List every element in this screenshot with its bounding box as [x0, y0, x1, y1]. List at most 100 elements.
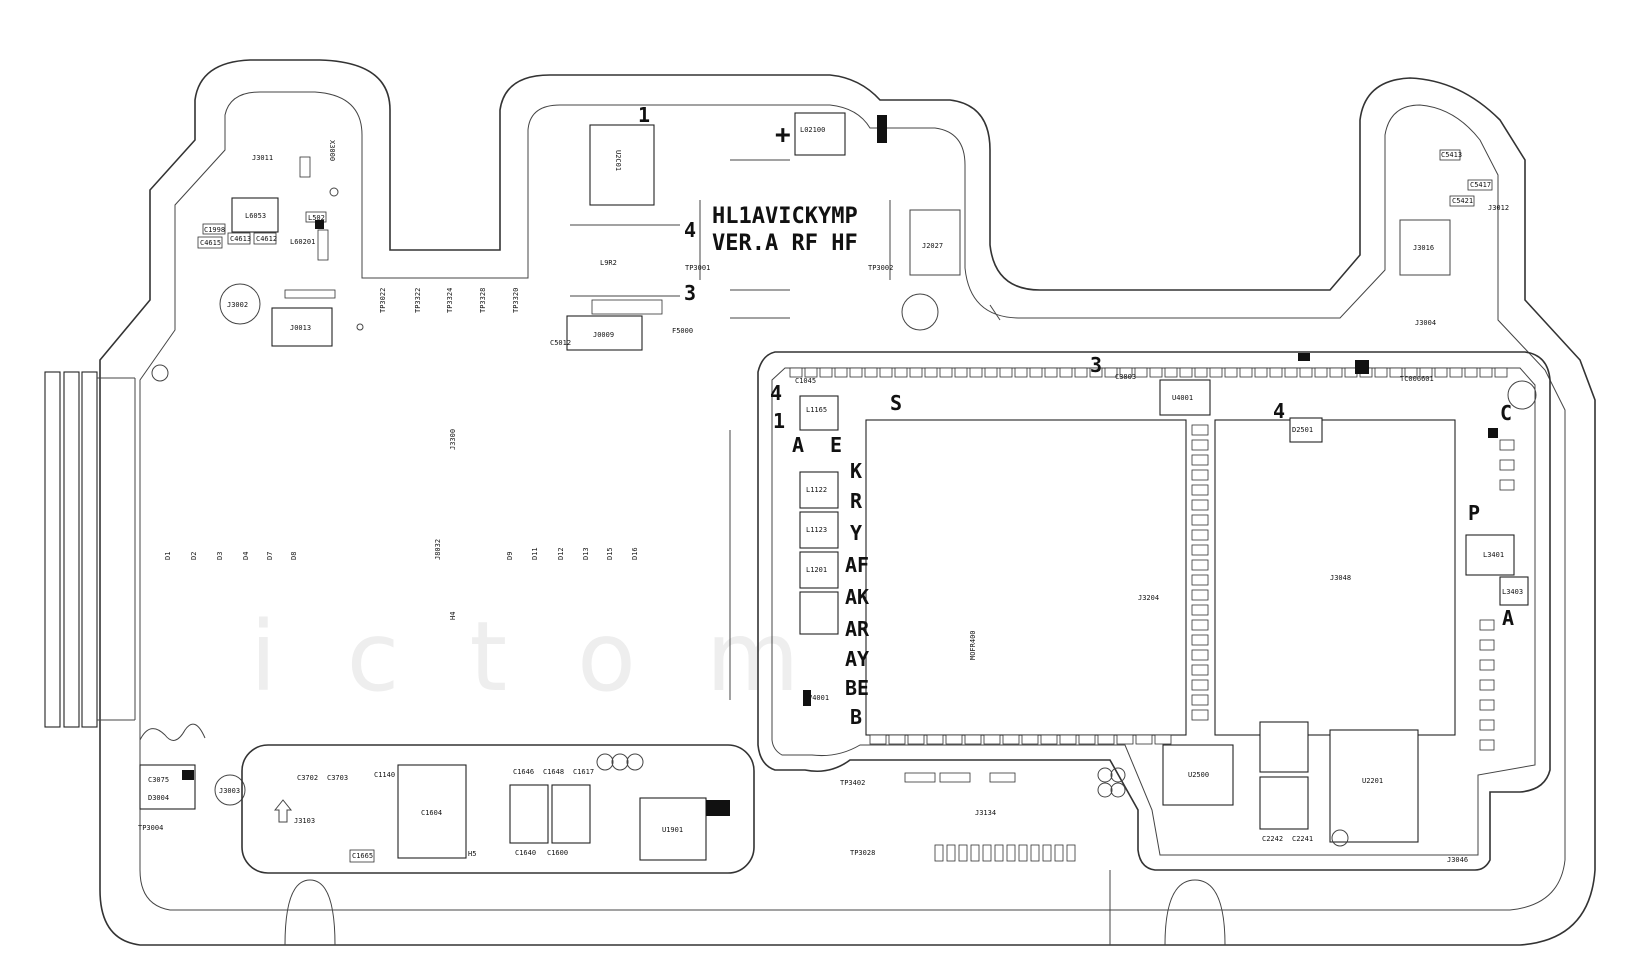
mark-c: C [1500, 401, 1512, 425]
label-l502: L502 [308, 214, 325, 222]
label-f5000: F5000 [672, 327, 693, 335]
part-l1201 [799, 551, 839, 589]
label-c1617: C1617 [573, 768, 594, 776]
label-tp3320: TP3320 [512, 288, 520, 313]
label-d12: D12 [557, 547, 565, 560]
label-l3403: L3403 [1502, 588, 1523, 596]
label-c5417: C5417 [1470, 181, 1491, 189]
mark-a-left: A [792, 433, 804, 457]
board-outer-outline [99, 59, 1596, 946]
label-tp3328: TP3328 [479, 288, 487, 313]
label-c4612: C4612 [256, 235, 277, 243]
part-d2501 [1289, 417, 1323, 443]
label-c1640: C1640 [515, 849, 536, 857]
label-d3004: D3004 [148, 794, 169, 802]
part-l6053 [231, 197, 279, 233]
label-j3003: J3003 [219, 787, 240, 795]
label-j2027: J2027 [922, 242, 943, 250]
rail-2 [63, 371, 80, 728]
mark-1-main: 1 [773, 409, 785, 433]
part-l3401 [1465, 534, 1515, 576]
mark-ak: AK [845, 585, 869, 609]
label-j3048: J3048 [1330, 574, 1351, 582]
part-j2027 [909, 209, 961, 276]
label-u4001: U4001 [1172, 394, 1193, 402]
mark-1-top: 1 [638, 103, 650, 127]
label-tp3001: TP3001 [685, 264, 710, 272]
label-c1998: C1998 [204, 226, 225, 234]
label-c5012: C5012 [550, 339, 571, 347]
label-l02100: L02100 [800, 126, 825, 134]
label-j3134: J3134 [975, 809, 996, 817]
label-j3004: J3004 [1415, 319, 1436, 327]
label-l3401: L3401 [1483, 551, 1504, 559]
hole-j3003 [214, 774, 246, 806]
part-j3048 [1214, 419, 1456, 736]
mark-plus: + [775, 120, 791, 150]
shield-main-right [757, 351, 1551, 871]
label-c1665: C1665 [352, 852, 373, 860]
label-v4001: V4001 [808, 694, 829, 702]
mark-e: E [830, 433, 842, 457]
label-c1604: C1604 [421, 809, 442, 817]
board-inner-outline [139, 91, 1566, 911]
label-j3046: J3046 [1447, 856, 1468, 864]
part-j3016 [1399, 219, 1451, 276]
rail-1 [44, 371, 61, 728]
label-tp3022: TP3022 [379, 288, 387, 313]
label-d8: D8 [290, 552, 298, 560]
label-d16: D16 [631, 547, 639, 560]
label-c1045: C1045 [795, 377, 816, 385]
part-l1122 [799, 471, 839, 509]
part-l1123 [799, 511, 839, 549]
mark-3-top: 3 [684, 281, 696, 305]
label-c1646: C1646 [513, 768, 534, 776]
part-j0009 [566, 315, 643, 351]
label-l1122: L1122 [806, 486, 827, 494]
label-c4613: C4613 [230, 235, 251, 243]
mark-be: BE [845, 676, 869, 700]
mark-4-top: 4 [684, 218, 696, 242]
label-c2241: C2241 [1292, 835, 1313, 843]
part-j0013 [271, 307, 333, 347]
label-c5421: C5421 [1452, 197, 1473, 205]
label-c3702: C3702 [297, 774, 318, 782]
label-d2: D2 [190, 552, 198, 560]
label-d7: D7 [266, 552, 274, 560]
label-c1600: C1600 [547, 849, 568, 857]
mark-k-left: K [850, 459, 862, 483]
mark-p: P [1468, 501, 1480, 525]
label-j3011: J3011 [252, 154, 273, 162]
pad-row-bottom [869, 734, 1172, 745]
mark-ar: AR [845, 617, 870, 641]
part-c1604 [397, 764, 467, 859]
label-c1140: C1140 [374, 771, 395, 779]
label-c2242: C2242 [1262, 835, 1283, 843]
board-model-line1: HL1AVICKYMP [712, 204, 858, 229]
mark-4-right: 4 [1273, 399, 1285, 423]
label-u2201: U2201 [1362, 777, 1383, 785]
label-l1165: L1165 [806, 406, 827, 414]
label-c3703: C3703 [327, 774, 348, 782]
mark-y: Y [850, 521, 862, 545]
label-tp3028: TP3028 [850, 849, 875, 857]
mark-b: B [850, 705, 862, 729]
label-j0009: J0009 [593, 331, 614, 339]
label-j3204: J3204 [1138, 594, 1159, 602]
label-l9r2: L9R2 [600, 259, 617, 267]
label-u2500: U2500 [1188, 771, 1209, 779]
label-l1201: L1201 [806, 566, 827, 574]
mark-a-right: A [1502, 606, 1514, 630]
label-h5: H5 [468, 850, 476, 858]
label-tc006601: TC006601 [1400, 375, 1434, 383]
mark-af: AF [845, 553, 869, 577]
mark-r: R [850, 489, 863, 513]
label-h4: H4 [449, 612, 457, 620]
label-d15: D15 [606, 547, 614, 560]
part-u1901 [639, 797, 707, 861]
pad-column-middle [1191, 424, 1209, 721]
label-c1648: C1648 [543, 768, 564, 776]
svg-text:MOFR400: MOFR400 [969, 630, 977, 660]
